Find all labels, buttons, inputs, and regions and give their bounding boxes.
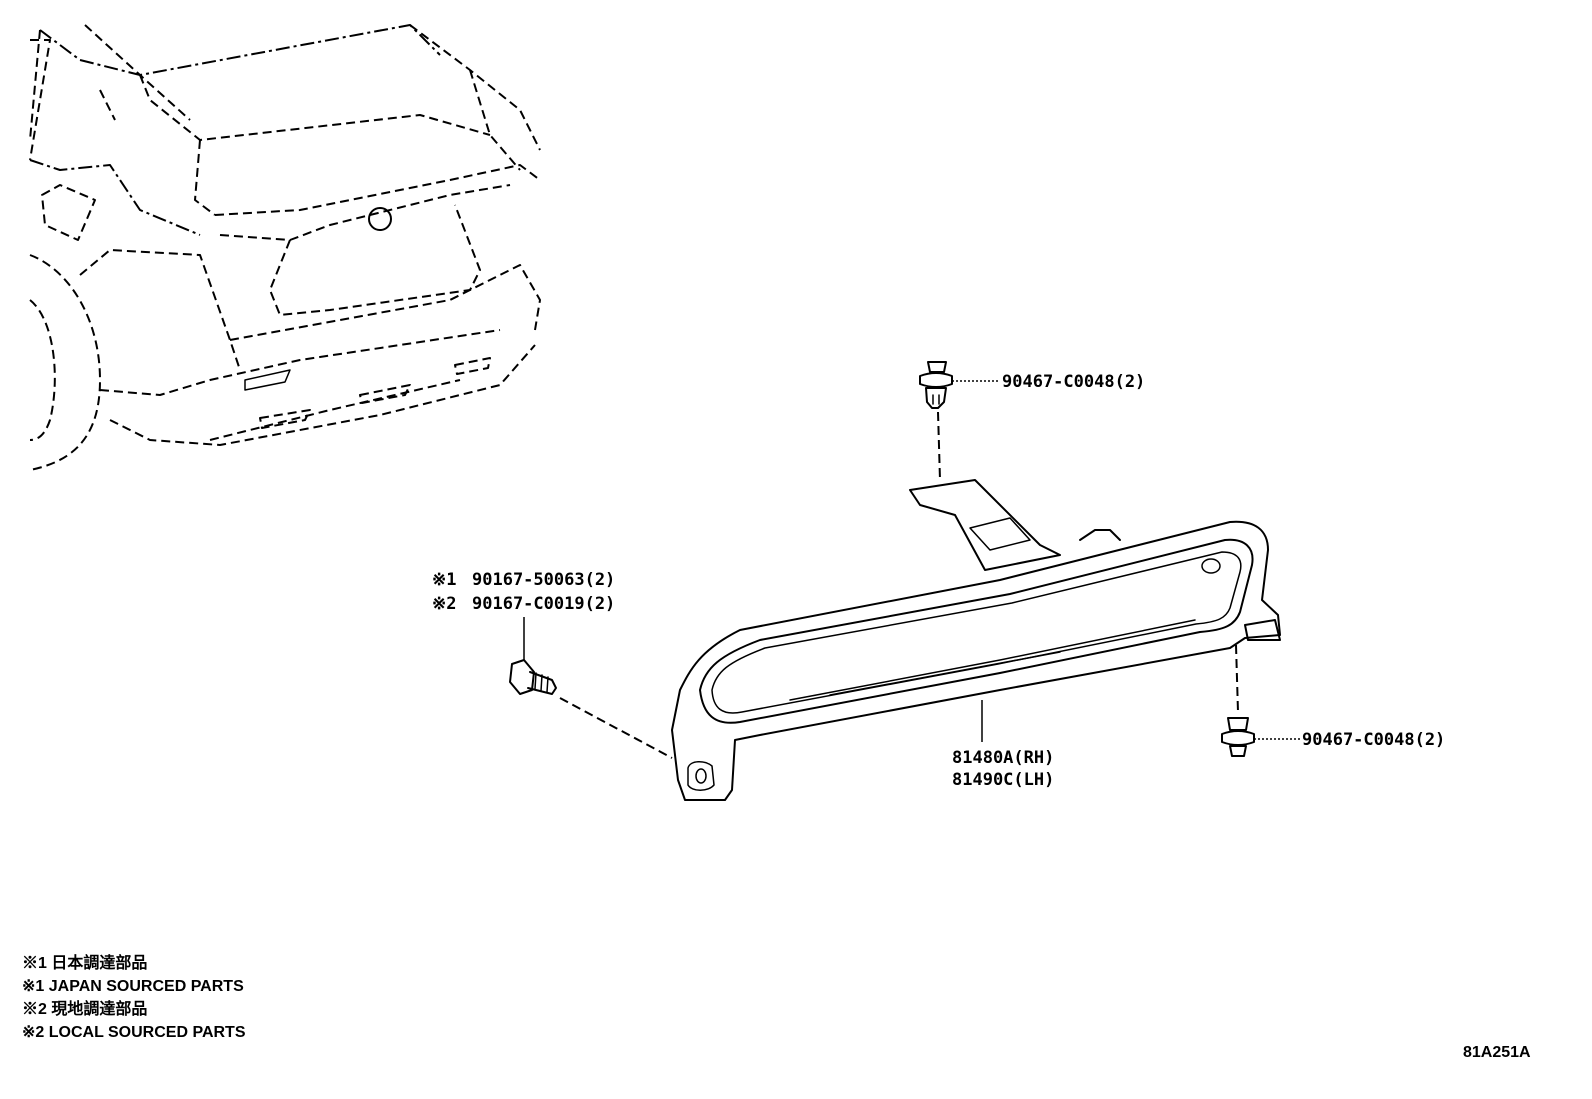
bolt-part-number-2: 90167-C0019(2) <box>472 594 615 614</box>
bolt-mark-2: ※2 <box>432 594 456 614</box>
clip-right-part-number: 90467-C0048(2) <box>1302 730 1445 750</box>
note-japan-jp: ※1 日本調達部品 <box>22 953 147 972</box>
clip-right-icon <box>1221 717 1255 757</box>
note-local-jp: ※2 現地調達部品 <box>22 999 147 1018</box>
reflector-lh-part-number: 81490C(LH) <box>952 770 1054 790</box>
clip-top-part-number: 90467-C0048(2) <box>1002 372 1145 392</box>
clip-right-guide <box>1235 644 1239 713</box>
reflector-illustration <box>671 479 1281 801</box>
clip-top-icon <box>919 361 953 409</box>
clip-top-guide <box>937 411 941 481</box>
reflector-rh-part-number: 81480A(RH) <box>952 748 1054 768</box>
vehicle-rear-illustration <box>29 24 541 471</box>
bolt-mark-1: ※1 <box>432 570 456 590</box>
note-local-en: ※2 LOCAL SOURCED PARTS <box>22 1024 246 1041</box>
note-japan-en: ※1 JAPAN SOURCED PARTS <box>22 978 244 995</box>
bolt-part-number-1: 90167-50063(2) <box>472 570 615 590</box>
illustration-code: 81A251A <box>1463 1044 1531 1061</box>
bolt-icon <box>509 659 557 695</box>
bolt-guide <box>559 697 673 759</box>
